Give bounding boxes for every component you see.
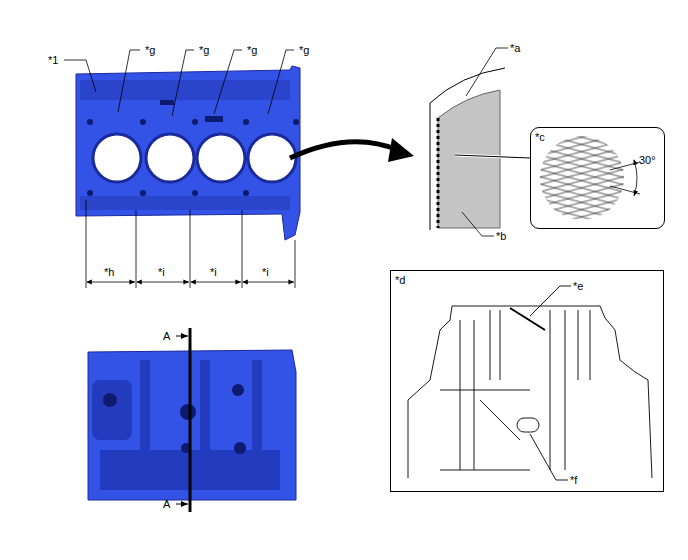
callout-label: *i — [262, 266, 269, 278]
callout-label: *g — [299, 44, 309, 56]
callout-label: *h — [104, 266, 114, 278]
detail-callout-box: *c 30° — [530, 127, 665, 229]
callout-label: 30° — [639, 154, 656, 166]
callout-label: *g — [199, 44, 209, 56]
section-mark: A — [163, 498, 170, 510]
callout-label: *c — [535, 131, 545, 143]
callout-label: *g — [145, 44, 155, 56]
callout-label: *i — [210, 266, 217, 278]
callout-label: *a — [510, 42, 520, 54]
section-mark: A — [163, 330, 170, 342]
callout-label: *d — [395, 274, 405, 286]
callout-label: *e — [573, 280, 583, 292]
section-view-box: *d — [390, 270, 664, 492]
callout-label: *g — [247, 44, 257, 56]
callout-label: *b — [496, 230, 506, 242]
callout-label: *f — [570, 474, 577, 486]
callout-label: *1 — [48, 54, 58, 66]
callout-label: *i — [158, 266, 165, 278]
